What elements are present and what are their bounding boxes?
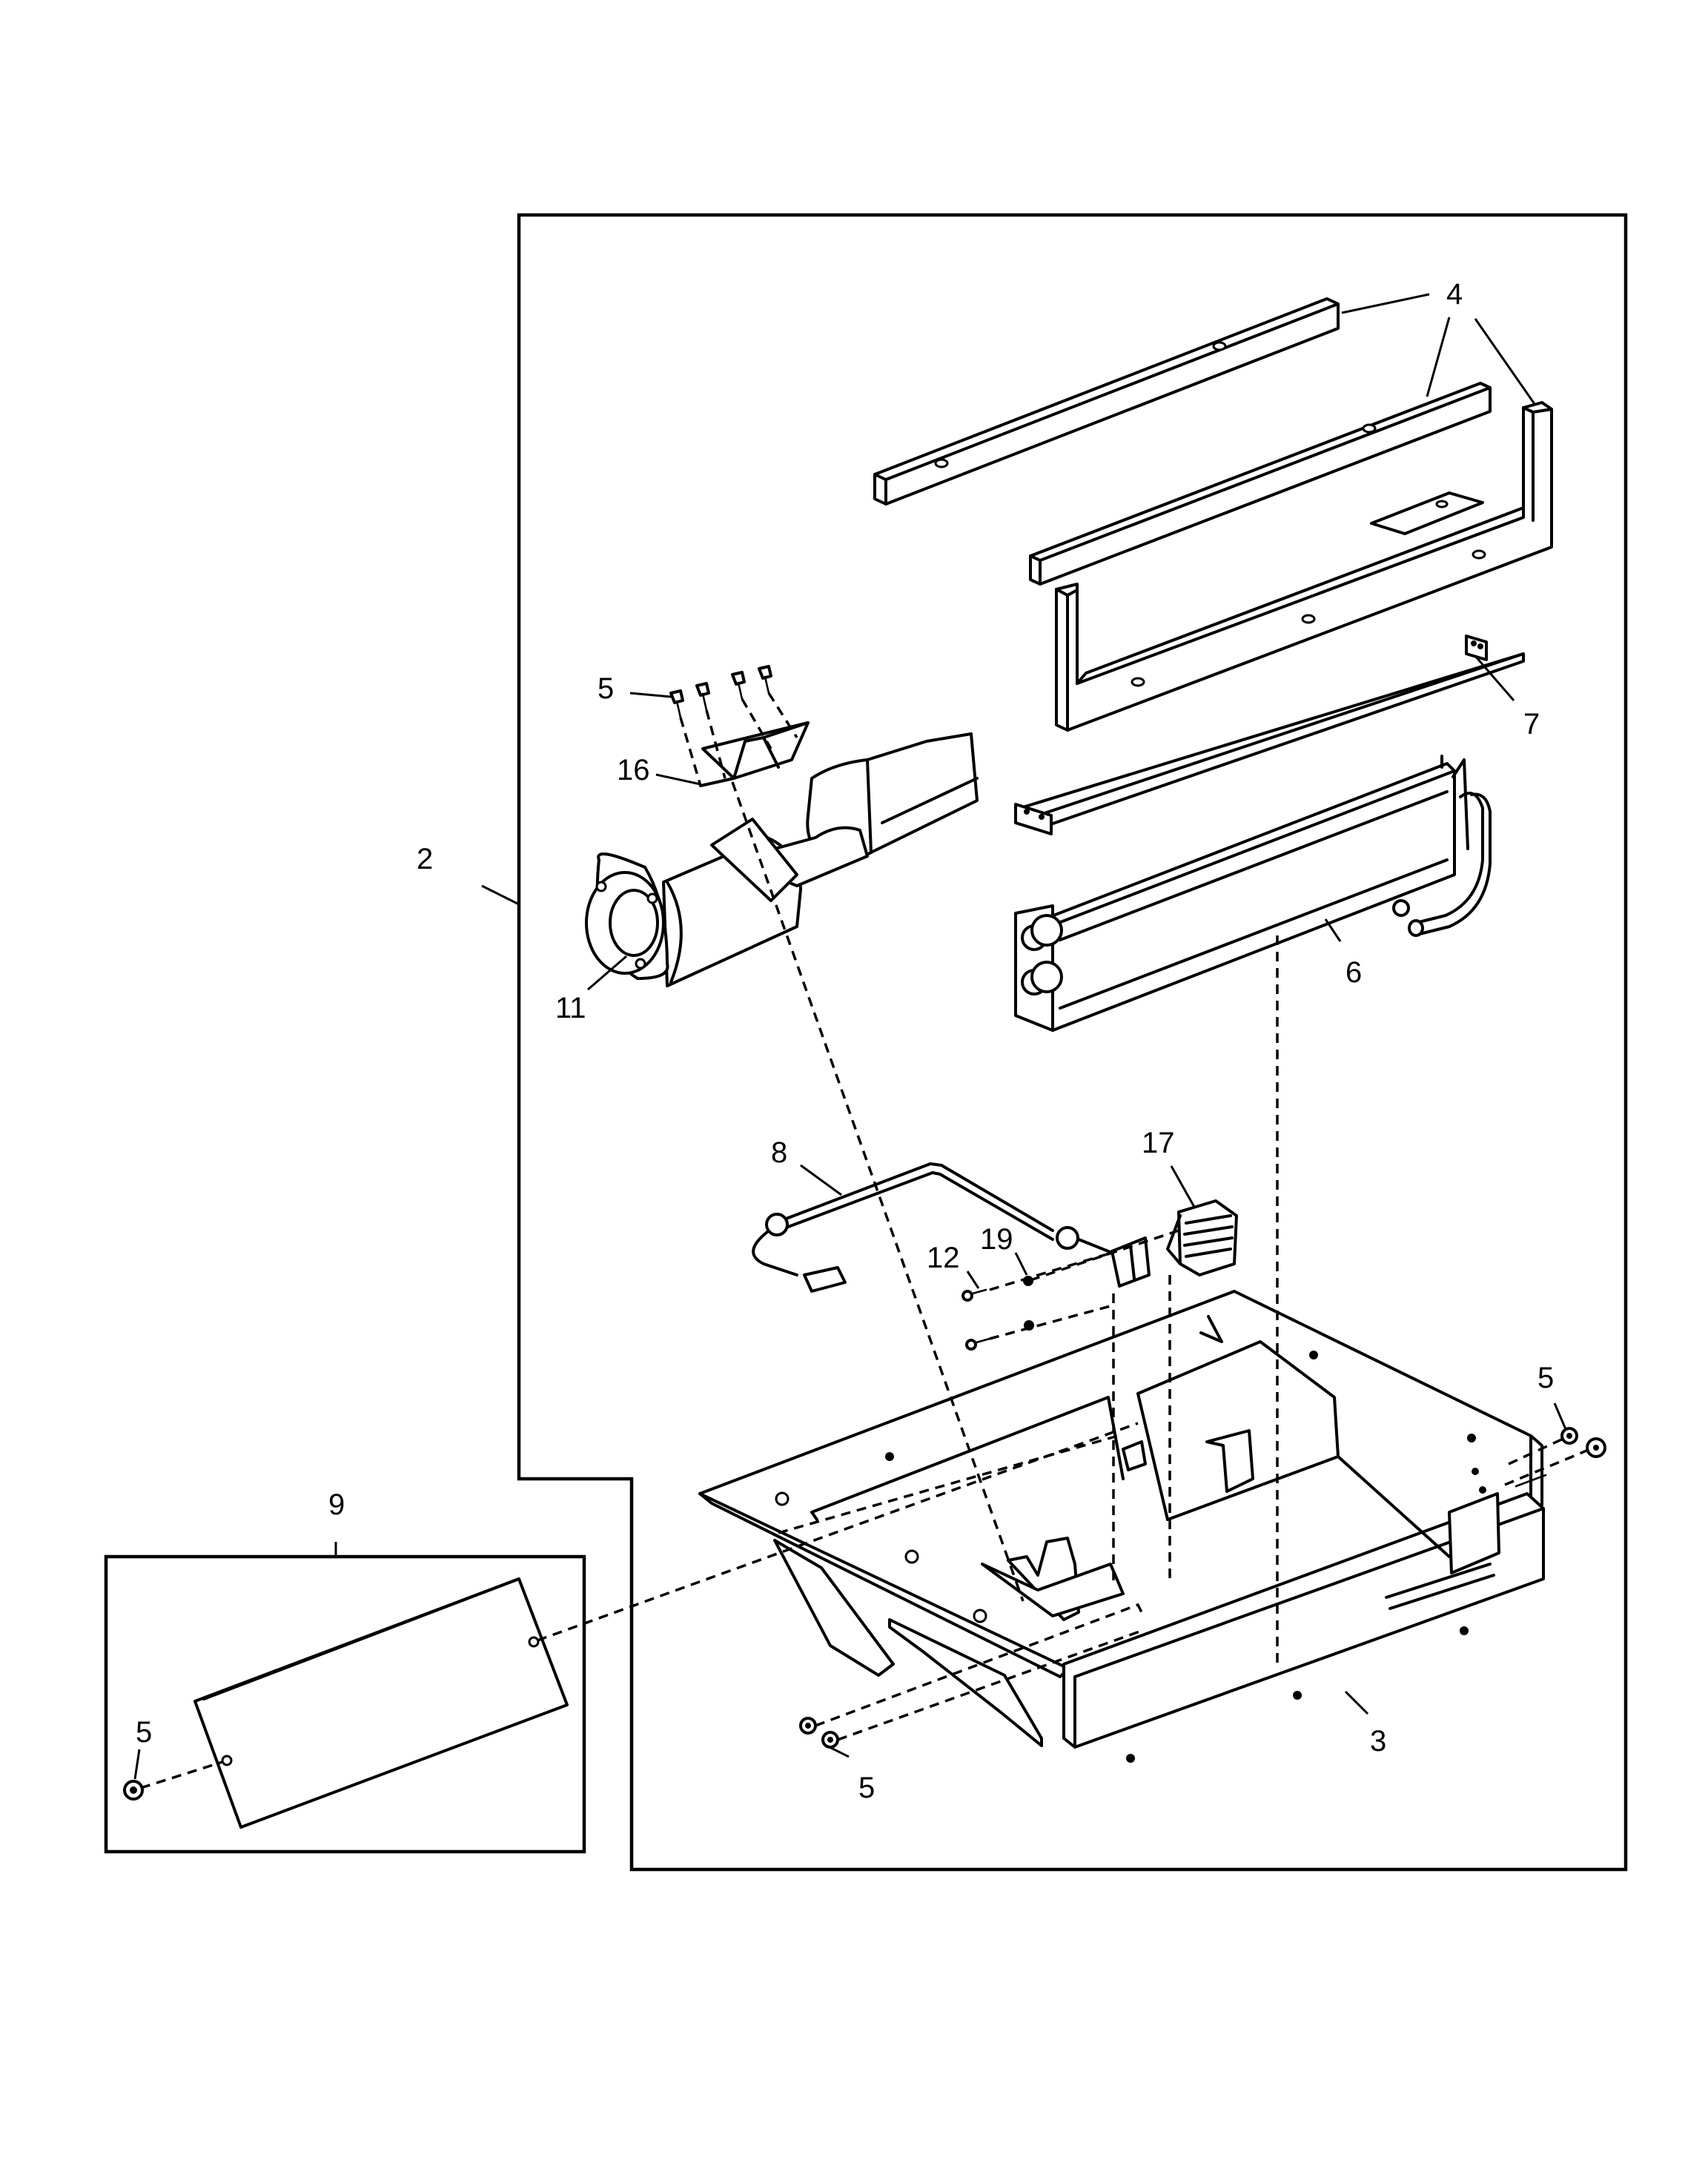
callout-11: 11 [555, 992, 586, 1024]
blower-motor [585, 732, 979, 987]
callout-labels: 2 4 5 16 7 11 6 8 17 19 12 5 3 5 9 5 [136, 278, 1554, 1804]
wiring-harness [752, 1162, 1113, 1293]
callout-16: 16 [617, 754, 650, 786]
rail-top [873, 297, 1340, 506]
motor-screws [669, 665, 772, 719]
heater-core [1014, 755, 1492, 1032]
inset-frame [104, 1554, 586, 1854]
resistor-17 [1166, 1199, 1238, 1276]
cover-panel [123, 1577, 569, 1829]
bracket-7 [1014, 635, 1525, 835]
callout-5-panel: 5 [136, 1716, 152, 1749]
assembly-frame [517, 213, 1628, 1872]
assembly-lines [140, 692, 1591, 1789]
housing-screws-right [1515, 1427, 1606, 1488]
motor-bracket-16 [699, 721, 810, 787]
callout-9: 9 [328, 1488, 345, 1521]
connector-plug [1110, 1236, 1151, 1288]
callout-5-bottom: 5 [858, 1772, 875, 1804]
housing-screws-bottom [799, 1717, 839, 1749]
callout-5-right: 5 [1537, 1362, 1554, 1394]
callout-19: 19 [980, 1223, 1013, 1256]
u-frame [1055, 401, 1553, 732]
callout-3: 3 [1370, 1725, 1386, 1758]
callout-8: 8 [771, 1136, 787, 1169]
rail-middle [1029, 382, 1492, 586]
main-housing [698, 1290, 1545, 1763]
callout-12: 12 [927, 1242, 960, 1274]
leader-lines [133, 293, 1567, 1780]
callout-5-motor: 5 [598, 672, 614, 705]
callout-2: 2 [417, 843, 433, 875]
callout-4: 4 [1446, 278, 1463, 311]
callout-7: 7 [1523, 708, 1540, 741]
callout-6: 6 [1345, 956, 1362, 989]
callout-17: 17 [1142, 1127, 1175, 1159]
